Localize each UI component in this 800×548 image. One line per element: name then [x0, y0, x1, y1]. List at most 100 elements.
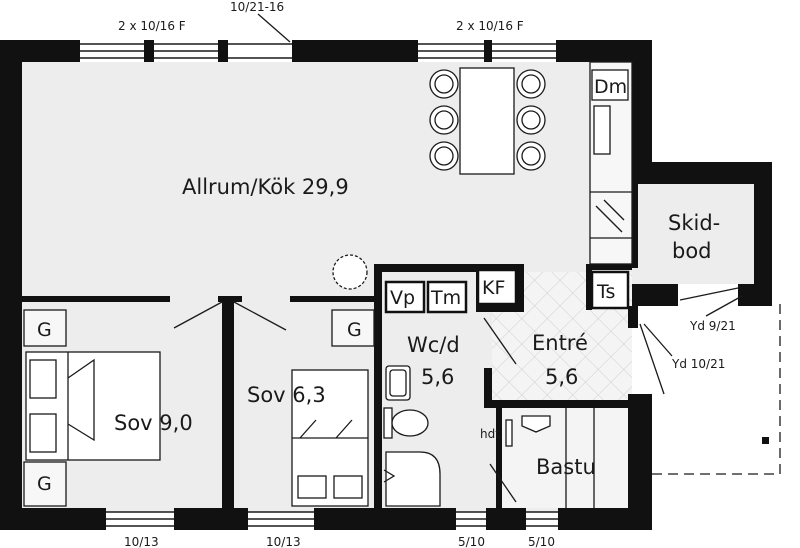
- dining-table: [459, 67, 515, 175]
- wall-ts-top: [586, 264, 632, 270]
- wardrobe-g2-box: [23, 461, 67, 507]
- wall-skid-right: [754, 162, 772, 306]
- door-wc-leaf: [483, 317, 517, 365]
- shower-arrow: [383, 469, 396, 483]
- chair-l1-in: [434, 74, 454, 94]
- wall-top-6: [556, 40, 652, 62]
- door-swings: [173, 13, 781, 503]
- wall-bottom-3: [314, 508, 456, 530]
- stove-mark-2: [603, 199, 625, 221]
- room-entre-area: 5,6: [545, 365, 578, 389]
- room-sov1: Sov 9,0: [114, 411, 193, 435]
- window-label-bottom-3: 5/10: [458, 535, 485, 548]
- room-bastu: Bastu: [536, 455, 596, 479]
- fixture-boxes: [384, 268, 630, 314]
- chair-r1-in: [521, 74, 541, 94]
- wall-wc-top: [374, 264, 520, 272]
- wc-tank: [383, 407, 393, 439]
- wall-bastu-top: [484, 400, 630, 408]
- pillow-1: [29, 359, 57, 399]
- bathroom-fixtures: [383, 365, 595, 508]
- exterior-walls: [0, 40, 772, 530]
- floor-skidbod: [632, 184, 756, 284]
- wardrobes: [23, 309, 375, 507]
- wall-skid-top: [632, 162, 772, 184]
- chair-r2-in: [521, 110, 541, 130]
- interior-walls: [22, 264, 632, 510]
- wall-left: [0, 40, 22, 530]
- pointer-top-center: [257, 13, 291, 43]
- wall-kf-bottom: [476, 304, 524, 312]
- wall-top-3: [218, 40, 228, 62]
- shower: [385, 451, 441, 507]
- wall-bastu-left: [496, 400, 502, 510]
- sink: [593, 105, 611, 155]
- window-label-bottom-2: 10/13: [266, 535, 301, 548]
- wall-wc-left: [374, 266, 382, 508]
- wall-right-entry-post: [628, 306, 638, 328]
- label-ts: Ts: [596, 281, 615, 303]
- stove-round: [332, 254, 368, 290]
- washbasin-in: [389, 369, 407, 397]
- beds: [25, 351, 369, 507]
- stove-mark-1: [595, 205, 623, 233]
- wall-top-2: [144, 40, 154, 62]
- bunk-fold: [292, 419, 368, 439]
- door-label-yd-10-21: Yd 10/21: [671, 357, 725, 371]
- label-g2: G: [37, 473, 52, 495]
- window-top-c: [418, 43, 484, 59]
- door-label-yd-9-21: Yd 9/21: [689, 319, 736, 333]
- window-top-b: [154, 43, 218, 59]
- room-wc-area: 5,6: [421, 365, 454, 389]
- hdt-rail: [505, 419, 513, 447]
- vp-box: [384, 280, 426, 314]
- label-tm: Tm: [430, 287, 461, 309]
- wardrobe-g3-box: [331, 309, 375, 347]
- windows: [80, 43, 558, 527]
- window-top-d: [492, 43, 556, 59]
- bunk-pillow-2: [333, 475, 363, 499]
- door-sov1-leaf: [173, 301, 223, 329]
- wall-top-5: [484, 40, 492, 62]
- wall-sov-divider: [222, 296, 234, 508]
- room-wc-name: Wc/d: [407, 333, 460, 357]
- chair-r3-in: [521, 146, 541, 166]
- wall-bottom-2: [174, 508, 248, 530]
- window-label-top-left: 2 x 10/16 F: [118, 19, 186, 33]
- pillow-2: [29, 413, 57, 453]
- pointer-yd-10-21: [643, 323, 673, 357]
- wall-kf-right: [516, 264, 524, 312]
- label-g3: G: [347, 319, 362, 341]
- window-label-bottom-1: 10/13: [124, 535, 159, 548]
- room-allrum: Allrum/Kök 29,9: [182, 175, 349, 199]
- window-label-top-center: 10/21-16: [230, 0, 284, 14]
- tm-box: [426, 280, 468, 314]
- dishwasher-box: [591, 69, 629, 101]
- window-top-a: [80, 43, 144, 59]
- wall-wc-right-lower: [484, 368, 492, 408]
- room-sov2: Sov 6,3: [247, 383, 326, 407]
- window-bottom-b: [248, 511, 314, 527]
- labels: Allrum/Kök 29,9 Sov 9,0 Sov 6,3 Wc/d 5,6…: [37, 0, 736, 548]
- wall-right-lower: [628, 394, 652, 530]
- wall-bottom-5: [558, 508, 652, 530]
- label-g1: G: [37, 319, 52, 341]
- wall-bottom-4: [486, 508, 526, 530]
- room-skid-line2: bod: [672, 239, 712, 263]
- window-label-bottom-4: 5/10: [528, 535, 555, 548]
- window-bottom-a: [106, 511, 174, 527]
- window-top-door: [228, 43, 292, 59]
- wall-skid-bottom-left: [632, 284, 678, 306]
- room-entre-name: Entré: [532, 331, 588, 355]
- kitchen-counter: [589, 61, 633, 265]
- label-dm: Dm: [594, 76, 627, 98]
- label-hdt: hdt: [480, 427, 500, 441]
- ts-box: [590, 270, 630, 310]
- wardrobe-g1-box: [23, 309, 67, 347]
- door-sov2-leaf: [233, 301, 287, 331]
- pointer-yd-9-21: [705, 295, 743, 317]
- chair-l3-in: [434, 146, 454, 166]
- wall-right-upper: [632, 40, 652, 184]
- window-label-top-right: 2 x 10/16 F: [456, 19, 524, 33]
